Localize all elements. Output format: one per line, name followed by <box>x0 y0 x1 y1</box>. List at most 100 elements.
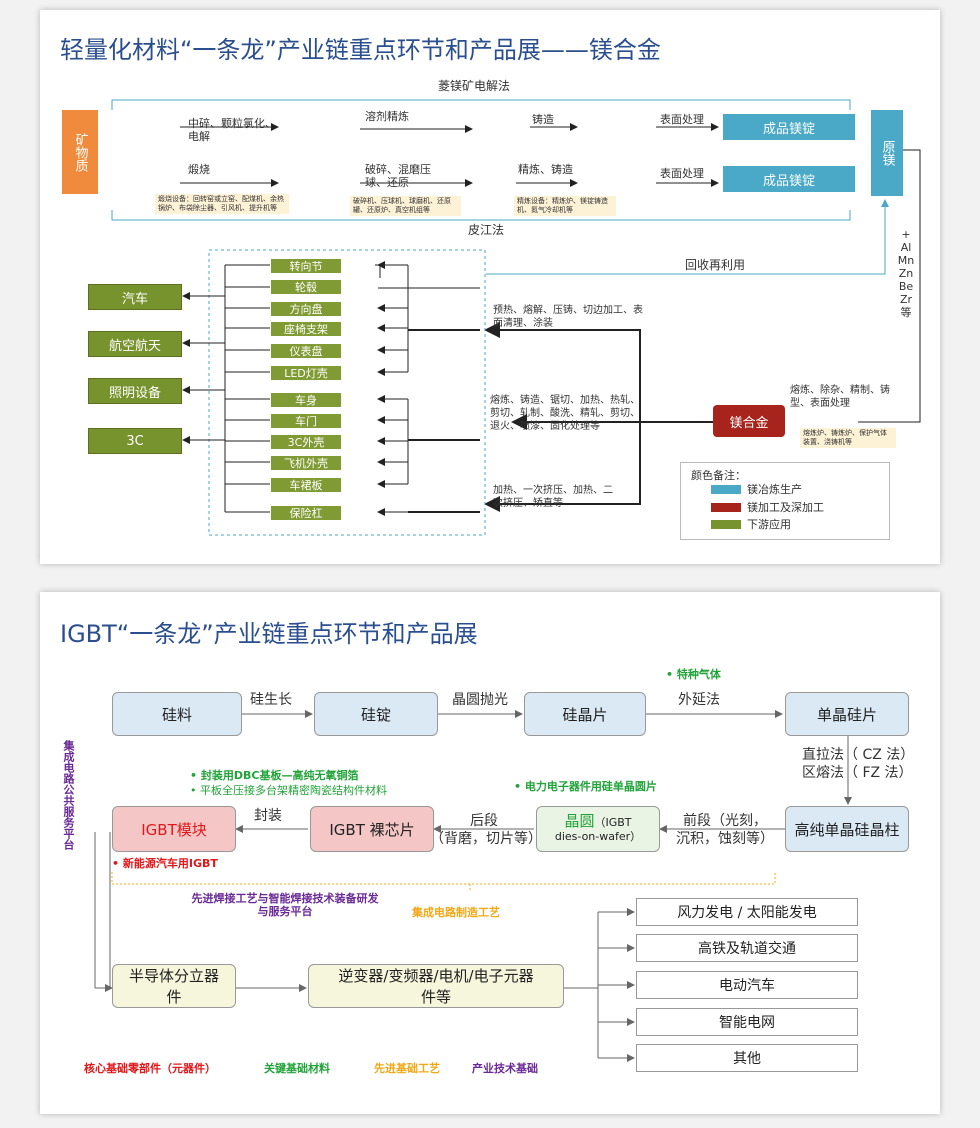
note-ceramic: • 平板全压接多台架精密陶瓷结构件材料 <box>190 784 387 797</box>
row1-step4: 表面处理 <box>660 113 704 126</box>
process-2: 熔炼、铸造、锯切、加热、热轧、剪切、轧制、酸洗、精轧、剪切、退火、喷漆、固化处理… <box>490 395 640 432</box>
cz-method: 直拉法（ CZ 法） <box>802 747 915 763</box>
wafer-sub1: （IGBT <box>594 816 632 829</box>
row2-step2: 破碎、混磨压球、还原 <box>365 163 431 189</box>
silicon-wafer-box: 硅晶片 <box>524 692 646 736</box>
ore-box: 矿物质 <box>62 110 98 194</box>
chain1-1: 硅锭 <box>360 705 391 724</box>
ore-label: 矿物质 <box>72 132 88 172</box>
bottom-method-label: 皮江法 <box>468 223 505 237</box>
wafer-main: 晶圆 <box>564 812 595 830</box>
element-1: Al <box>900 241 912 254</box>
process-orange: 集成电路制造工艺 <box>412 906 500 919</box>
silicon-material-box: 硅料 <box>112 692 242 736</box>
note-wafer: • 电力电子器件用硅单晶圆片 <box>514 780 657 793</box>
chain1-2: 硅晶片 <box>562 705 608 724</box>
label-epitaxy: 外延法 <box>678 692 720 708</box>
front-2: 沉积，蚀刻等） <box>676 831 774 847</box>
chain2-0: 高纯单晶硅晶柱 <box>794 820 900 839</box>
app-aero: 航空航天 <box>88 331 182 357</box>
note-dbc: • 封装用DBC基板—高纯无氧铜箔 <box>190 769 359 782</box>
color-legend: 颜色备注： 镁冶炼生产 镁加工及深加工 下游应用 <box>680 462 890 540</box>
app-other: 其他 <box>636 1044 858 1072</box>
chain1-0: 硅料 <box>161 705 192 724</box>
app-1: 高铁及轨道交通 <box>698 941 796 957</box>
ingot-label-1: 成品镁锭 <box>762 121 815 137</box>
element-0: + <box>901 228 911 241</box>
element-6: 等 <box>900 306 912 319</box>
part-6: 车身 <box>270 392 342 408</box>
row1-step1: 中碎、颗粒氯化、电解 <box>188 117 276 143</box>
part-3: 座椅支架 <box>270 321 342 337</box>
special-gas: • 特种气体 <box>666 668 721 681</box>
legend-swatch-red <box>711 503 741 512</box>
equip-note-1: 煅烧设备：回转窑或立窑、配煤机、余热锅炉、布袋除尘器、引风机、提升机等 <box>155 194 289 214</box>
crystal-rod-box: 高纯单晶硅晶柱 <box>785 806 909 852</box>
alloy-process: 熔炼、除杂、精制、铸型、表面处理 <box>790 385 890 409</box>
igbt-chip-box: IGBT 裸芯片 <box>310 806 434 852</box>
platform-vertical-text: 集成电路公共服务平台 <box>62 740 75 850</box>
recycle-label: 回收再利用 <box>685 258 746 272</box>
app-rail: 高铁及轨道交通 <box>636 934 858 962</box>
legend-item-0: 镁冶炼生产 <box>747 483 802 496</box>
wafer-sub2: dies-on-wafer） <box>554 830 642 843</box>
part-10: 车裙板 <box>270 477 342 493</box>
legend-swatch-olive <box>711 520 741 529</box>
igbt-panel: IGBT“一条龙”产业链重点环节和产品展 硅料 硅锭 硅晶片 单晶硅片 硅生长 … <box>40 592 940 1114</box>
discrete-box: 半导体分立器件 <box>112 964 236 1008</box>
ingot-box-2: 成品镁锭 <box>723 166 855 192</box>
platform-vertical: 集成电路公共服务平台 <box>60 740 75 850</box>
app-3c: 3C <box>88 428 182 454</box>
part-9: 飞机外壳 <box>270 455 342 471</box>
front-process: 前段（光刻， 沉积，蚀刻等） <box>676 812 774 848</box>
igbt-title: IGBT“一条龙”产业链重点环节和产品展 <box>60 620 478 648</box>
raw-mg-box: 原镁 <box>871 110 903 196</box>
app-auto: 汽车 <box>88 284 182 310</box>
chain2-2: IGBT模块 <box>141 820 207 839</box>
chain1-3: 单晶硅片 <box>816 705 877 724</box>
row1-step3: 铸造 <box>532 113 554 126</box>
alloy-box: 镁合金 <box>713 405 785 437</box>
footer-material: 关键基础材料 <box>264 1062 330 1075</box>
raw-mg-label: 原镁 <box>879 140 895 166</box>
ingot-box-1: 成品镁锭 <box>723 114 855 140</box>
front-1: 前段（光刻， <box>683 813 767 829</box>
row2-step4: 表面处理 <box>660 167 704 180</box>
ev-note: • 新能源汽车用IGBT <box>112 857 218 870</box>
element-3: Zn <box>898 267 914 280</box>
app-4: 其他 <box>733 1051 761 1067</box>
app-lighting: 照明设备 <box>88 378 182 404</box>
ingot-label-2: 成品镁锭 <box>762 173 815 189</box>
silicon-ingot-box: 硅锭 <box>314 692 438 736</box>
legend-item-2: 下游应用 <box>747 518 791 531</box>
part-11: 保险杠 <box>270 505 342 521</box>
part-1: 轮毂 <box>270 279 342 295</box>
part-0: 转向节 <box>270 258 342 274</box>
part-8: 3C外壳 <box>270 434 342 450</box>
app-0: 风力发电 / 太阳能发电 <box>677 905 817 921</box>
part-5: LED灯壳 <box>270 365 342 381</box>
equip-note-4: 熔炼炉、铸炼炉、保护气体装置、浇铸机等 <box>800 428 896 448</box>
mg-title: 轻量化材料“一条龙”产业链重点环节和产品展——镁合金 <box>60 36 661 64</box>
chain2-1: IGBT 裸芯片 <box>329 820 415 839</box>
igbt-connectors <box>94 710 852 1062</box>
mg-connectors <box>111 99 921 536</box>
footer-tech: 产业技术基础 <box>472 1062 538 1075</box>
legend-item-1: 镁加工及深加工 <box>747 501 824 514</box>
element-4: Be <box>898 280 914 293</box>
process-1: 预热、熔解、压铸、切边加工、表面清理、涂装 <box>493 305 643 329</box>
label-growth: 硅生长 <box>250 692 292 708</box>
legend-title: 颜色备注： <box>691 469 746 482</box>
equip-note-3: 精炼设备：精炼炉、镁锭铸造机、氮气冷却机等 <box>514 196 616 216</box>
wafer-box: 晶圆（IGBT dies-on-wafer） <box>536 806 660 852</box>
fz-method: 区熔法（ FZ 法） <box>802 765 913 781</box>
footer-process: 先进基础工艺 <box>374 1062 440 1075</box>
inverter-box: 逆变器/变频器/电机/电子元器件等 <box>308 964 564 1008</box>
row2-step1: 煅烧 <box>188 163 210 176</box>
top-method-label: 菱镁矿电解法 <box>438 79 511 93</box>
app-3: 智能电网 <box>719 1015 775 1031</box>
element-2: Mn <box>897 254 915 267</box>
app-grid: 智能电网 <box>636 1008 858 1036</box>
mono-wafer-box: 单晶硅片 <box>785 692 909 736</box>
back-process: 后段 （背磨，切片等） <box>430 812 542 848</box>
